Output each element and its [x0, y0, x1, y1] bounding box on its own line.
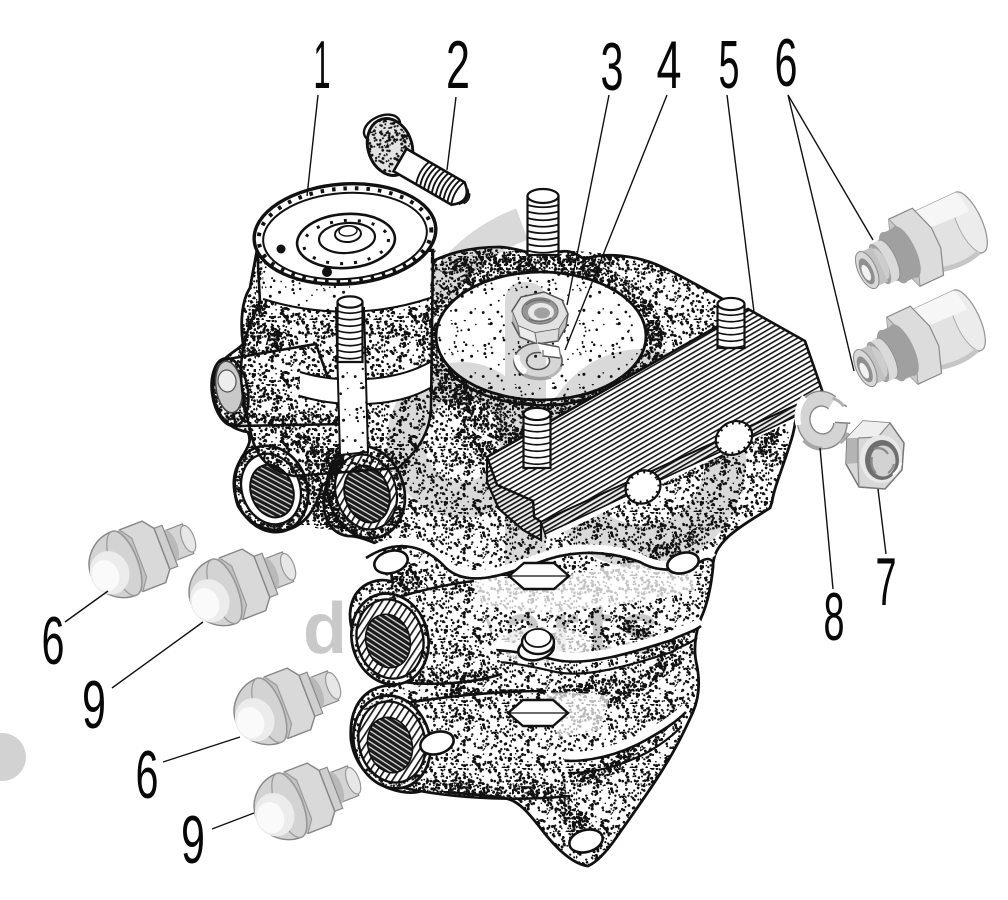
svg-text:1: 1 — [314, 27, 331, 103]
svg-text:6: 6 — [136, 737, 159, 813]
svg-text:8: 8 — [824, 579, 845, 655]
svg-text:2: 2 — [446, 27, 470, 103]
svg-text:6: 6 — [775, 25, 798, 101]
svg-text:9: 9 — [181, 802, 205, 878]
svg-text:5: 5 — [719, 27, 740, 103]
svg-text:7: 7 — [876, 544, 897, 620]
svg-text:3: 3 — [601, 29, 624, 105]
svg-text:6: 6 — [42, 603, 65, 679]
svg-text:4: 4 — [657, 27, 682, 103]
svg-text:9: 9 — [82, 667, 106, 743]
